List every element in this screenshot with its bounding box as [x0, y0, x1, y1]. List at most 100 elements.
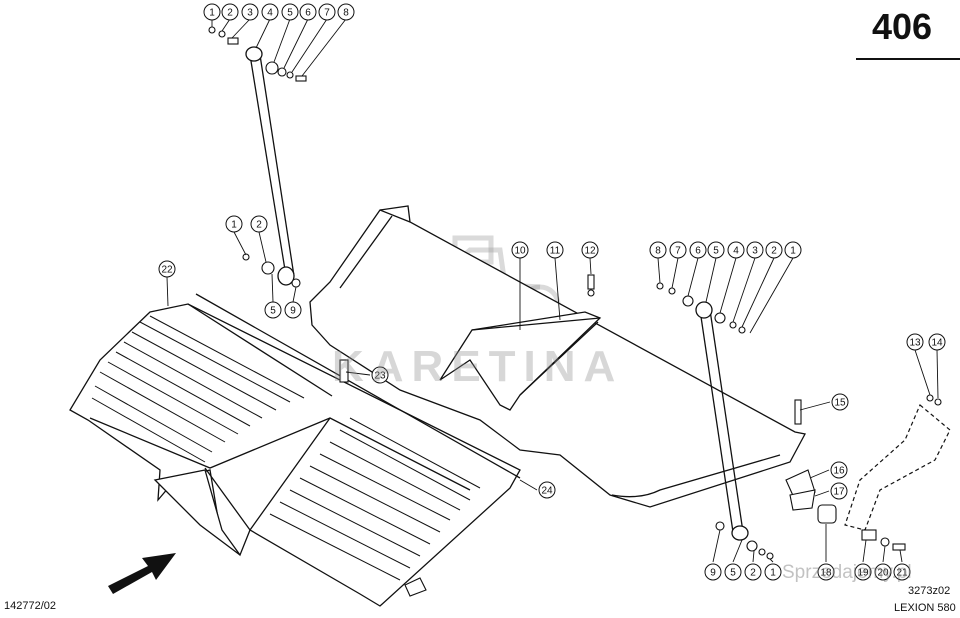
callout-circle	[225, 215, 243, 233]
callout-21: 21	[893, 563, 911, 581]
callout-2: 2	[250, 215, 268, 233]
callout-label: 22	[161, 265, 173, 276]
callout-label: 7	[675, 246, 681, 257]
callout-label: 3	[247, 8, 253, 19]
callout-19: 19	[854, 563, 872, 581]
callout-15: 15	[831, 393, 849, 411]
callout-label: 9	[710, 568, 716, 579]
callout-circle	[284, 301, 302, 319]
callout-18: 18	[817, 563, 835, 581]
callout-6: 6	[299, 3, 317, 21]
callout-circle	[511, 241, 529, 259]
callout-17: 17	[830, 482, 848, 500]
callout-label: 8	[343, 8, 349, 19]
callout-circle	[724, 563, 742, 581]
callout-circle	[817, 563, 835, 581]
callout-circle	[538, 481, 556, 499]
left-support-rod	[245, 46, 295, 286]
callout-circle	[906, 333, 924, 351]
callout-5: 5	[707, 241, 725, 259]
triangle-bracket	[439, 311, 602, 411]
callout-label: 11	[550, 246, 561, 257]
callout-label: 1	[231, 220, 237, 231]
callout-label: 6	[695, 246, 701, 257]
watermark-text: KARETINA	[332, 342, 624, 391]
callout-16: 16	[830, 461, 848, 479]
drawing-id-right: 3273z02	[908, 585, 951, 597]
callout-label: 9	[290, 306, 296, 317]
callout-9: 9	[284, 301, 302, 319]
callout-circle	[241, 3, 259, 21]
callout-4: 4	[261, 3, 279, 21]
callout-label: 13	[909, 338, 921, 349]
callout-3: 3	[746, 241, 764, 259]
callout-label: 2	[256, 220, 262, 231]
callout-label: 16	[833, 466, 845, 477]
callout-24: 24	[538, 481, 556, 499]
callout-circle	[299, 3, 317, 21]
callout-circle	[261, 3, 279, 21]
callout-1: 1	[203, 3, 221, 21]
right-support-rod	[695, 301, 749, 541]
site-watermark: Sprzedajemy.pl	[782, 562, 912, 583]
callout-circle	[830, 461, 848, 479]
callout-circle	[649, 241, 667, 259]
callout-circle	[250, 215, 268, 233]
callout-circle	[546, 241, 564, 259]
callout-circle	[203, 3, 221, 21]
callout-label: 21	[896, 568, 908, 579]
callout-1: 1	[784, 241, 802, 259]
callout-10: 10	[511, 241, 529, 259]
callout-label: 17	[833, 487, 845, 498]
callout-9: 9	[704, 563, 722, 581]
callout-circle	[337, 3, 355, 21]
callout-circle	[830, 482, 848, 500]
callout-label: 3	[752, 246, 758, 257]
callout-label: 2	[771, 246, 777, 257]
callout-circle	[928, 333, 946, 351]
callout-label: 19	[857, 568, 869, 579]
callout-circle	[744, 563, 762, 581]
callout-1: 1	[764, 563, 782, 581]
callout-label: 20	[877, 568, 889, 579]
page-number: 406	[872, 6, 933, 47]
callout-label: 2	[227, 8, 233, 19]
callout-circle	[264, 301, 282, 319]
callout-22: 22	[158, 260, 176, 278]
callout-8: 8	[649, 241, 667, 259]
callout-circle	[704, 563, 722, 581]
callout-label: 7	[324, 8, 330, 19]
callout-circle	[854, 563, 872, 581]
callout-2: 2	[744, 563, 762, 581]
callout-13: 13	[906, 333, 924, 351]
callout-label: 5	[713, 246, 719, 257]
page-number-rule	[856, 58, 960, 60]
callout-circle	[707, 241, 725, 259]
callout-label: 2	[750, 568, 756, 579]
callout-circle	[221, 3, 239, 21]
callout-circle	[158, 260, 176, 278]
callout-label: 5	[270, 306, 276, 317]
callout-circle	[784, 241, 802, 259]
callout-label: 8	[655, 246, 661, 257]
callout-5: 5	[264, 301, 282, 319]
callout-2: 2	[765, 241, 783, 259]
leader-lines	[166, 18, 939, 563]
callout-circle	[371, 366, 389, 384]
callout-label: 5	[730, 568, 736, 579]
callout-5: 5	[724, 563, 742, 581]
callout-7: 7	[669, 241, 687, 259]
callout-3: 3	[241, 3, 259, 21]
callout-label: 18	[820, 568, 832, 579]
model-label: LEXION 580	[894, 602, 956, 614]
hood-ribs	[91, 315, 481, 581]
callout-5: 5	[281, 3, 299, 21]
callout-7: 7	[318, 3, 336, 21]
callout-circle	[831, 393, 849, 411]
callout-14: 14	[928, 333, 946, 351]
callout-circle	[689, 241, 707, 259]
callout-label: 14	[931, 338, 943, 349]
callout-circle	[874, 563, 892, 581]
